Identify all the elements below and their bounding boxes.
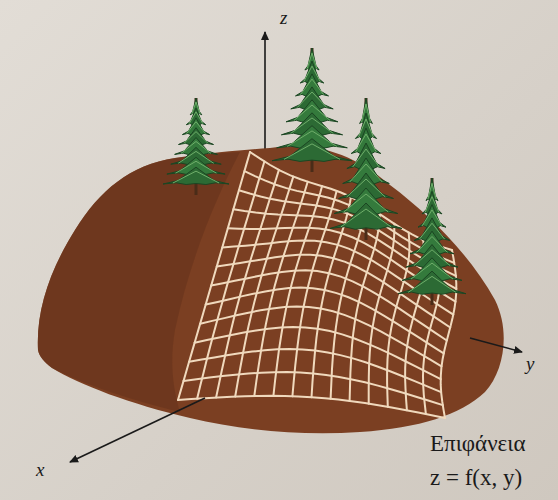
grid-line xyxy=(195,327,441,379)
tree-foliage xyxy=(163,167,229,184)
tree-highlight xyxy=(341,209,391,227)
surface-grid xyxy=(178,152,456,418)
axis-label: y xyxy=(526,354,534,373)
tree-foliage xyxy=(398,271,466,294)
grid-line xyxy=(178,396,445,418)
tree-foliage xyxy=(272,139,352,162)
grid-line xyxy=(200,307,441,367)
trees xyxy=(163,48,466,305)
grid-line xyxy=(350,214,380,401)
caption-text: Επιφάνεια xyxy=(430,432,525,455)
grid-line xyxy=(206,288,444,354)
grid-line xyxy=(189,349,441,392)
grid-line xyxy=(184,372,443,405)
grid-line xyxy=(178,152,250,400)
caption-formula: z = f(x, y) xyxy=(430,466,522,489)
surface-shade xyxy=(38,152,240,412)
tree-foliage xyxy=(330,203,402,229)
axis-label: x xyxy=(36,460,44,479)
y-axis xyxy=(470,338,522,352)
tree-highlight xyxy=(173,171,219,183)
grid-line xyxy=(197,162,264,399)
surface-body xyxy=(38,146,504,433)
tree-highlight xyxy=(284,144,340,160)
x-axis xyxy=(70,398,205,462)
axis-label: z xyxy=(280,8,287,27)
tree-highlight xyxy=(408,276,456,292)
grid-line xyxy=(235,177,293,397)
